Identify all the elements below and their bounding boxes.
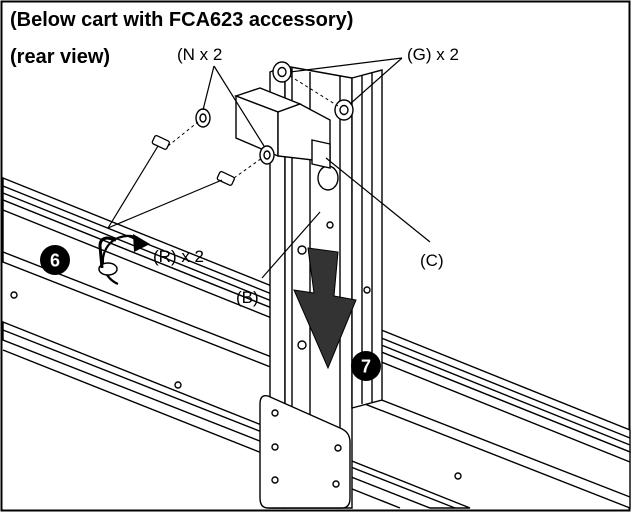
post-hole — [297, 340, 307, 350]
label-c: (C) — [420, 251, 444, 270]
plate-hole — [271, 409, 279, 417]
plate-hole — [332, 480, 340, 488]
plate-hole — [271, 443, 279, 451]
mounting-plate — [259, 394, 351, 509]
step-7-badge — [351, 351, 381, 381]
label-r: (R) x 2 — [153, 247, 204, 266]
hex-wrench-tip — [98, 262, 118, 276]
leader-line — [325, 157, 431, 243]
leader-lines — [107, 57, 431, 279]
rotation-arrowhead — [133, 234, 150, 252]
plate-body — [259, 394, 351, 509]
rail-hole — [10, 291, 18, 299]
bracket — [233, 87, 331, 169]
nuts — [195, 108, 275, 165]
bracket-tab — [311, 139, 331, 169]
leader-line — [289, 57, 403, 73]
alignment-line — [233, 157, 263, 179]
post-hole — [363, 286, 371, 294]
nut-hole — [263, 150, 271, 160]
down-arrow-icon — [293, 247, 357, 370]
rail-hole — [174, 381, 182, 389]
screws — [151, 135, 235, 186]
leader-line — [261, 211, 321, 279]
leader-line — [202, 65, 215, 111]
title-line-2: (rear view) — [10, 46, 110, 68]
step-6-badge — [40, 245, 70, 275]
post-hole — [326, 221, 334, 229]
washers — [272, 61, 354, 121]
hex-wrench-shaft — [98, 236, 117, 269]
rail-hole — [454, 472, 462, 480]
post-hole — [297, 245, 307, 255]
post-slot — [317, 165, 339, 191]
lower-rail-edge — [2, 329, 456, 509]
label-nuts: (N x 2 — [177, 45, 222, 64]
wrench-rotation-icon — [98, 234, 150, 286]
leader-line — [213, 65, 265, 147]
leader-line — [107, 179, 223, 229]
plate-hole — [271, 476, 279, 484]
step-6-number: 6 — [50, 251, 60, 271]
screw — [216, 171, 235, 186]
washer-hole — [339, 104, 349, 116]
alignment-lines — [167, 75, 339, 179]
label-b: (B) — [236, 288, 259, 307]
washer-hole — [277, 66, 287, 78]
title-line-1: (Below cart with FCA623 accessory) — [10, 9, 353, 31]
plate-hole — [334, 444, 342, 452]
leader-line — [107, 145, 159, 229]
step-7-number: 7 — [361, 357, 371, 377]
nut-hole — [199, 113, 207, 123]
rotation-arc — [101, 234, 139, 286]
screw — [151, 135, 170, 150]
leader-line — [349, 57, 403, 105]
label-g: (G) x 2 — [407, 45, 459, 64]
alignment-line — [167, 121, 199, 147]
push-down-arrow — [293, 247, 357, 370]
